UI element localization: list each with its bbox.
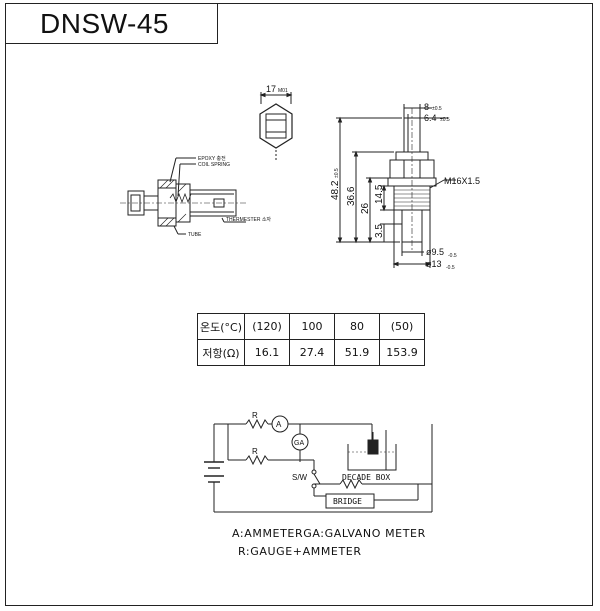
spec-cell: 100 [289,313,335,340]
spec-cell: 온도(°C) [197,313,245,340]
dim-8-sub: ±0.5 [432,106,442,112]
label-tube: TUBE [188,232,202,238]
spec-cell: 51.9 [334,339,380,366]
label-coil-spring: COIL SPRING [198,162,230,168]
dim-8: 8 [424,102,429,112]
dia-95-sub: -0.5 [448,253,457,259]
spec-cell: 153.9 [379,339,425,366]
spec-cell: 27.4 [289,339,335,366]
thread-label: M16X1.5 [444,176,480,186]
dia-95: ø9.5 [426,247,444,257]
test-circuit [204,415,433,513]
spec-row-temperature: 온도(°C) (120) 100 80 (50) [197,313,425,340]
dim-482-sub: ±0.5 [334,168,340,178]
spec-cell: 80 [334,313,380,340]
side-view [336,104,456,268]
legend-line-2: R:GAUGE+AMMETER [238,545,362,558]
dim-35: 3.5 [374,224,385,238]
circuit-r2: R [252,447,258,456]
ammeter-symbol: A [276,420,282,429]
dim-26: 26 [360,202,371,214]
dim-482: 48.2 [330,180,341,200]
spec-table: 온도(°C) (120) 100 80 (50) 저항(Ω) 16.1 27.4… [197,313,425,366]
label-epoxy: EPOXY 충전 [198,155,226,162]
spec-cell: 16.1 [244,339,290,366]
dia-13: ø13 [426,259,442,269]
legend-line-1: A:AMMETERGA:GALVANO METER [232,527,426,540]
spec-row-resistance: 저항(Ω) 16.1 27.4 51.9 153.9 [197,339,425,366]
dim-145: 14.5 [374,184,385,204]
drawing-title: DNSW-45 [40,8,170,39]
title-box: DNSW-45 [6,4,218,44]
dim-hex-sub: M01 [278,88,288,94]
switch-label: S/W [292,473,308,482]
dim-366: 36.6 [346,186,357,206]
decade-box-label: DECADE BOX [342,473,390,482]
top-view-hex [259,92,293,160]
dim-64-sub: ±0.5 [440,117,450,123]
galvano-symbol: GA [294,440,304,447]
dia-13-sub: -0.5 [446,265,455,271]
spec-cell: (50) [379,313,425,340]
drawing-sheet: DNSW-45 [5,3,593,606]
dim-hex-label: 17 [266,84,276,94]
bridge-label: BRIDGE [333,497,362,506]
circuit-r1: R [252,411,258,420]
spec-cell: (120) [244,313,290,340]
dim-64: 6.4 [424,113,437,123]
spec-cell: 저항(Ω) [197,339,245,366]
label-thermister: THERMESTER 소자 [226,216,271,223]
section-view [120,157,246,235]
